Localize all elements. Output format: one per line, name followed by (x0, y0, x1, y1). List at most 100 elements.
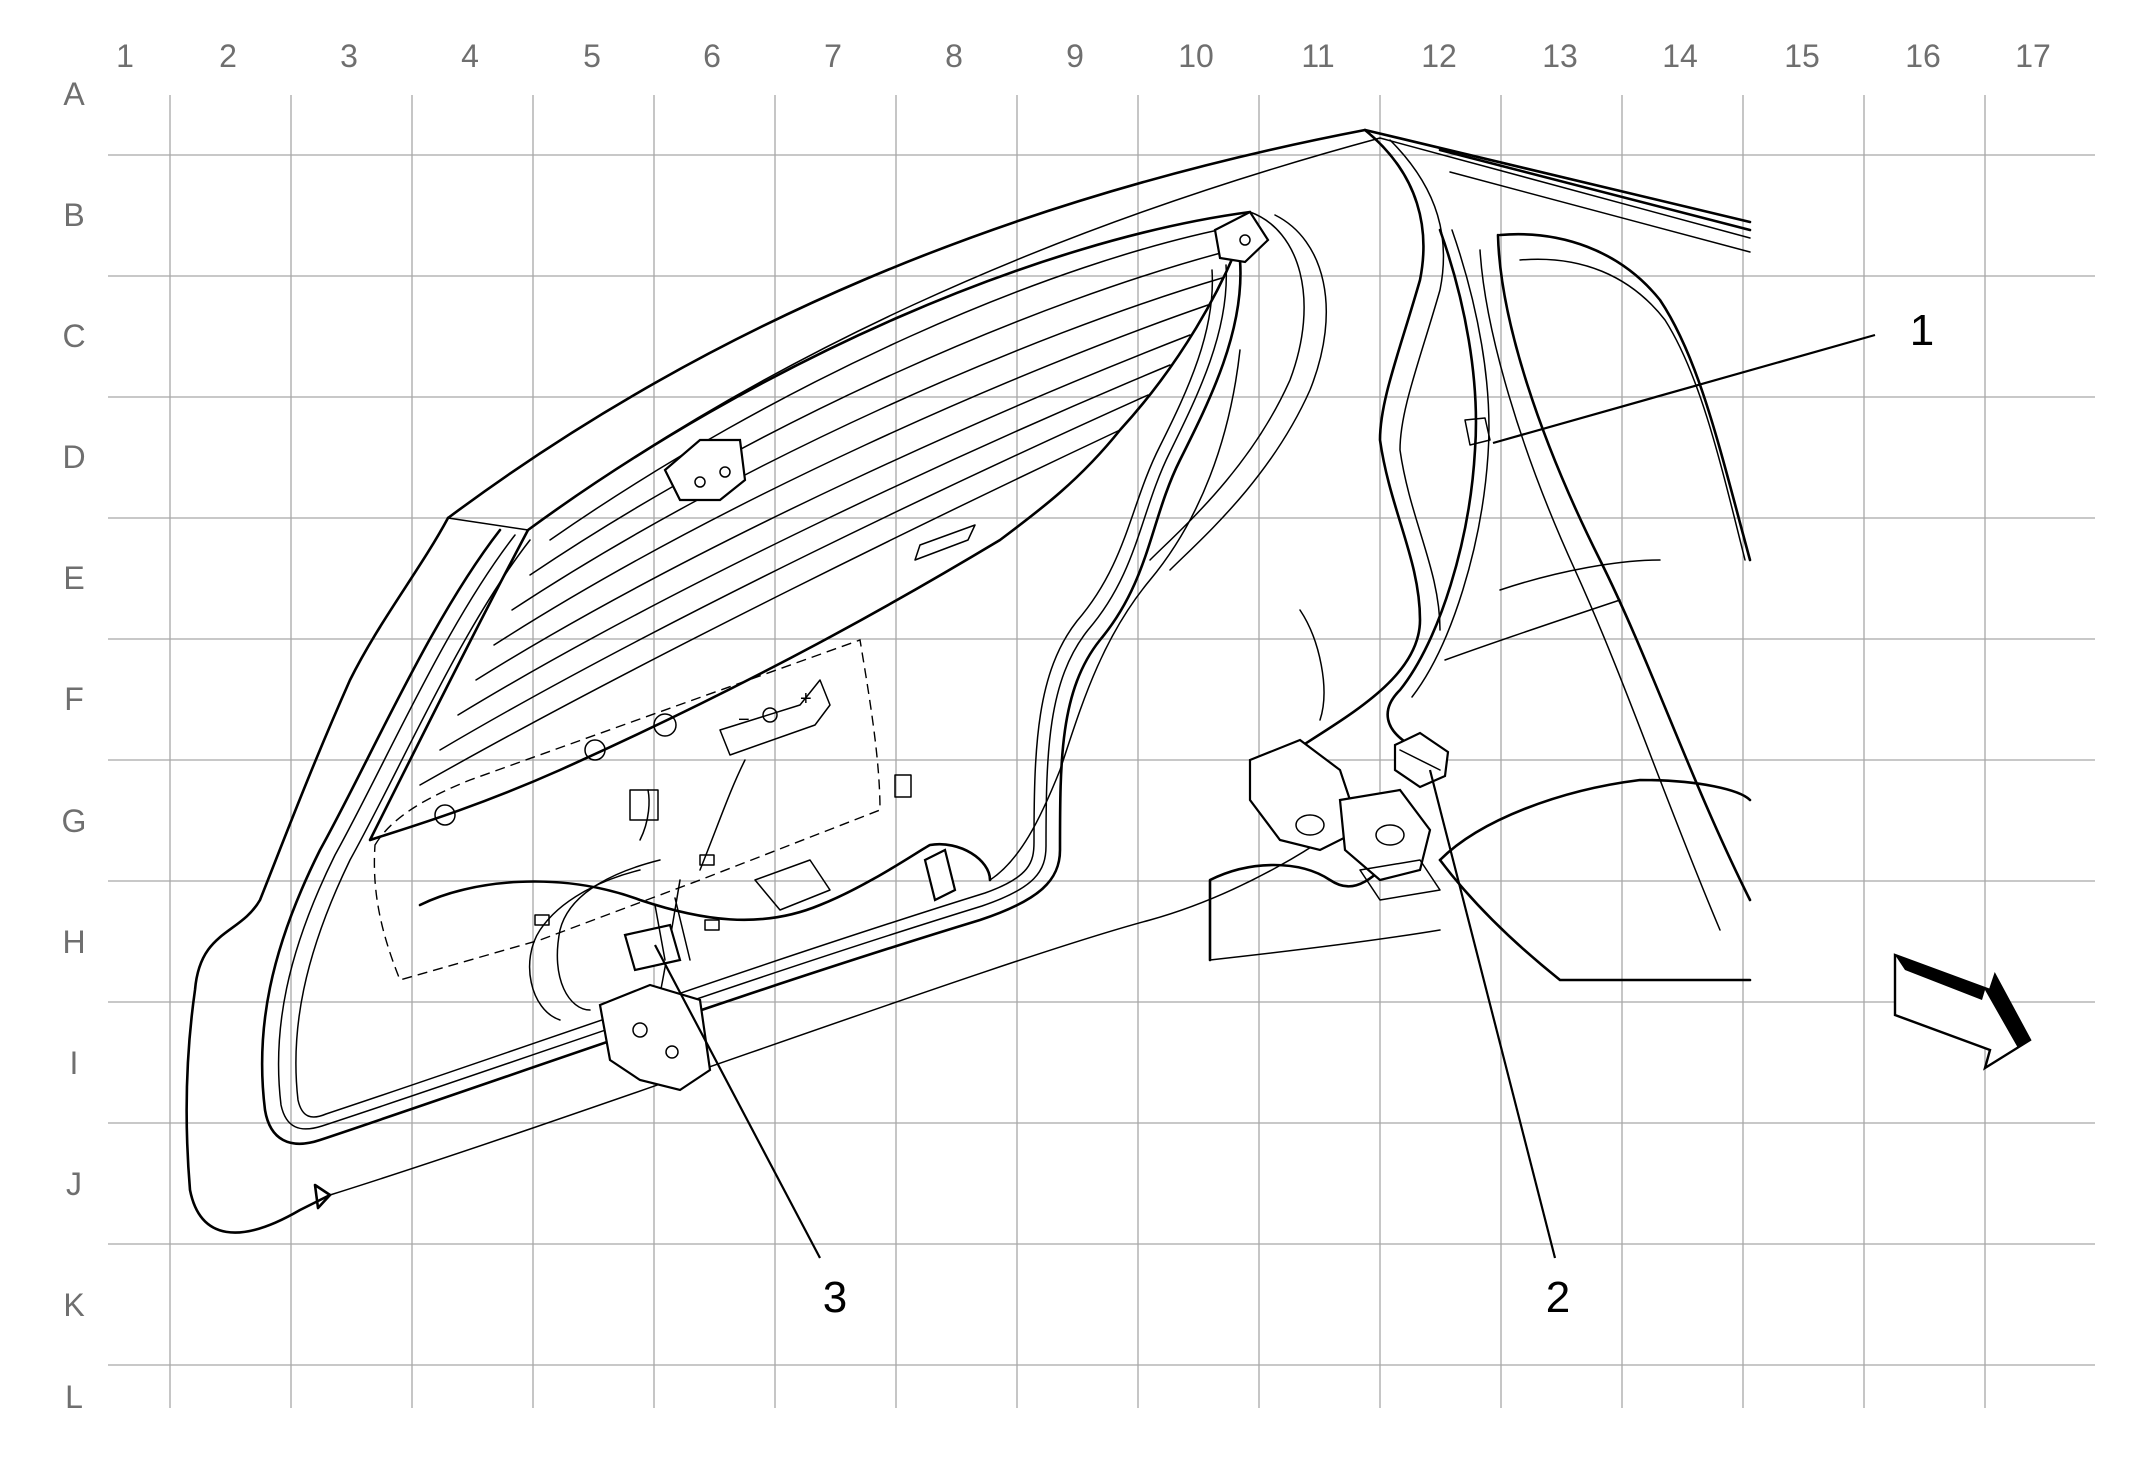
quarter-window-frame-inner (1519, 258, 1746, 561)
grid-col-label: 13 (1542, 38, 1578, 74)
grid-row-label: J (66, 1166, 82, 1202)
grid-row-labels: A B C D E F G H I J K L (62, 76, 87, 1415)
grid-row-label: A (63, 76, 85, 112)
harness-main-branch (418, 842, 992, 922)
grid-row-label: K (63, 1287, 84, 1323)
glass-heater-line (439, 394, 1149, 751)
grid-row-label: D (62, 439, 85, 475)
grid-col-label: 14 (1662, 38, 1698, 74)
inner-panel-contour (1299, 609, 1325, 721)
callout-leaders (654, 333, 1876, 1259)
grid-row-label: G (62, 803, 87, 839)
rear-window-frame (368, 210, 1252, 842)
wheelhouse-arch-lower (1438, 858, 1752, 982)
polarity-plus-mark: + (800, 688, 812, 710)
hinge-bolt (694, 476, 706, 488)
harness-inline-connector (923, 848, 957, 902)
striker-plate (1338, 788, 1432, 882)
leader-line-1 (1492, 333, 1876, 445)
liftgate-latch-assembly (598, 897, 712, 1092)
leader-line-3 (654, 944, 821, 1259)
grid-col-label: 5 (583, 38, 601, 74)
grid-row-label: E (63, 560, 84, 596)
panel-fastener-hole (434, 804, 456, 826)
grid-row-label: L (65, 1379, 83, 1415)
rear-window-glass (368, 210, 1252, 842)
harness-to-hinge (989, 349, 1241, 881)
body-harness-run-2 (1411, 229, 1490, 698)
liftgate-bottom-edge (329, 809, 1361, 1196)
weatherstrip-upper-right (1149, 211, 1305, 561)
liftgate-wiring-harness (418, 349, 1241, 1041)
harness-loop-left (528, 869, 641, 1021)
weatherstrip-outer (260, 258, 1242, 1145)
grid-col-label: 12 (1421, 38, 1457, 74)
harness-branch-to-lamp (699, 759, 746, 871)
handle-switch-housing (754, 859, 831, 911)
body-harness (1386, 228, 1491, 747)
callout-1: 1 (1910, 306, 1934, 355)
leader-line-2 (1428, 769, 1557, 1259)
panel-clip (704, 919, 720, 931)
harness-clip (1464, 417, 1491, 446)
harness-loop-left-2 (556, 859, 661, 1011)
bracket-hole (1375, 824, 1405, 846)
callout-2: 2 (1546, 1273, 1570, 1322)
liftgate-corner-tip (313, 1183, 332, 1210)
grid-col-label: 7 (824, 38, 842, 74)
grid-row-label: I (70, 1045, 79, 1081)
panel-clip (534, 914, 550, 926)
hinge-bolt (1239, 234, 1251, 246)
latch-bolt (632, 1022, 648, 1038)
latch-body (598, 983, 712, 1092)
liftgate-roof-inner-edge (447, 137, 1751, 531)
body-side-connector (1393, 731, 1450, 789)
polarity-minus-mark: − (738, 709, 750, 731)
grid-row-label: F (64, 681, 84, 717)
grid-row-label: H (62, 924, 85, 960)
panel-clip (699, 854, 715, 866)
grid-col-label: 9 (1066, 38, 1084, 74)
hinge-bolt (719, 466, 731, 478)
latch-bolt (665, 1045, 679, 1059)
grid-col-label: 16 (1905, 38, 1941, 74)
connector-latch-line (1399, 749, 1441, 771)
reference-grid (108, 95, 2095, 1408)
bracket-hole (1295, 814, 1325, 836)
callout-3: 3 (823, 1273, 847, 1322)
liftgate-outline (185, 128, 1752, 1234)
hinge-bracket (663, 438, 747, 502)
grid-col-label: 15 (1784, 38, 1820, 74)
glass-heater-line (511, 277, 1223, 611)
panel-fastener-hole (653, 713, 677, 737)
harness-branch-upper (639, 789, 650, 841)
glass-heater-line (475, 334, 1191, 681)
quarter-panel-contour (1499, 559, 1661, 591)
body-side-opening (1208, 128, 1752, 982)
liftgate-left-side (185, 516, 450, 1234)
panel-clip (894, 774, 912, 798)
grid-col-label: 1 (116, 38, 134, 74)
grid-col-label: 11 (1301, 38, 1334, 74)
bracket-hole (762, 707, 778, 723)
d-pillar-inner-edge (1278, 128, 1425, 762)
weatherstrip-inner-2 (295, 269, 1214, 1118)
roof-rail-upper (1438, 148, 1752, 232)
glass-heater-line (419, 429, 1121, 786)
grid-col-label: 3 (340, 38, 358, 74)
grid-row-label: B (63, 197, 84, 233)
d-pillar-inner-edge-2 (1389, 139, 1445, 631)
grid-col-label: 4 (461, 38, 479, 74)
weatherstrip-upper-right-2 (1169, 214, 1328, 571)
grid-col-label: 17 (2015, 38, 2051, 74)
quarter-window-frame (1498, 233, 1752, 562)
grid-col-label: 6 (703, 38, 721, 74)
grid-column-labels: 1 2 3 4 5 6 7 8 9 10 11 12 13 14 15 16 1… (116, 38, 2051, 74)
liftgate-hinge-right (1213, 210, 1270, 264)
roof-rail-lower (1449, 171, 1751, 253)
glass-marker (914, 524, 976, 561)
glass-heater-line (549, 225, 1239, 541)
vehicle-front-direction-arrow-icon (1893, 953, 2032, 1071)
liftgate-hinge-left (663, 438, 747, 502)
